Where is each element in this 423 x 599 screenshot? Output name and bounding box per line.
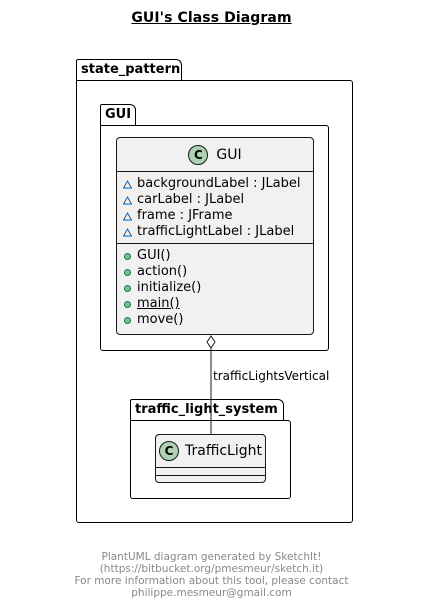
aggregation-diamond-icon: [206, 335, 216, 349]
class-method: main(): [123, 296, 313, 312]
public-visibility-icon: [124, 300, 131, 308]
class-traffic-light-separator-1: [156, 467, 265, 468]
class-traffic-light-header: C TrafficLight: [156, 435, 265, 467]
public-visibility-icon: [124, 316, 131, 324]
class-attribute: frame : JFrame: [123, 208, 313, 224]
class-method: action(): [123, 264, 313, 280]
member-text: GUI(): [137, 248, 171, 263]
class-icon: C: [159, 441, 179, 461]
footer: PlantUML diagram generated by SketchIt! …: [0, 551, 423, 599]
package-name-traffic-light-system: traffic_light_system: [135, 402, 278, 417]
public-visibility-icon: [124, 284, 131, 292]
package-tab-traffic-light-system: traffic_light_system: [130, 399, 284, 421]
association-label: trafficLightsVertical: [213, 369, 330, 383]
package-name-gui: GUI: [105, 107, 132, 122]
member-text: trafficLightLabel : JLabel: [137, 224, 295, 239]
member-text: initialize(): [137, 280, 202, 295]
class-gui-name: GUI: [216, 146, 242, 163]
package-tab-state-pattern: state_pattern: [76, 59, 182, 81]
package-visibility-icon: [123, 211, 132, 220]
footer-line-2: For more information about this tool, pl…: [74, 575, 349, 599]
member-text: move(): [137, 312, 184, 327]
member-text: carLabel : JLabel: [137, 192, 245, 207]
class-traffic-light-name: TrafficLight: [185, 443, 262, 459]
public-visibility-icon: [124, 268, 131, 276]
class-attribute: backgroundLabel : JLabel: [123, 176, 313, 192]
class-attribute: trafficLightLabel : JLabel: [123, 224, 313, 240]
member-text: backgroundLabel : JLabel: [137, 176, 301, 191]
class-icon: C: [188, 144, 209, 165]
package-visibility-icon: [123, 227, 132, 236]
class-gui-separator-2: [117, 243, 313, 244]
package-name-state-pattern: state_pattern: [81, 62, 181, 77]
class-attribute: carLabel : JLabel: [123, 192, 313, 208]
association-connector: [206, 335, 216, 434]
footer-line-1: PlantUML diagram generated by SketchIt! …: [99, 551, 324, 575]
class-method: move(): [123, 312, 313, 328]
class-traffic-light-separator-2: [156, 475, 265, 476]
diagram-title: GUI's Class Diagram: [131, 10, 292, 26]
member-text: main(): [137, 296, 180, 311]
member-text: frame : JFrame: [137, 208, 233, 223]
class-method: GUI(): [123, 248, 313, 264]
class-gui-methods: GUI()action()initialize()main()move(): [117, 244, 313, 328]
package-tab-gui: GUI: [100, 104, 136, 126]
public-visibility-icon: [124, 252, 131, 260]
class-gui-header: C GUI: [117, 138, 313, 171]
package-visibility-icon: [123, 195, 132, 204]
package-visibility-icon: [123, 179, 132, 188]
member-text: action(): [137, 264, 188, 279]
class-method: initialize(): [123, 280, 313, 296]
class-gui-separator-1: [117, 171, 313, 172]
class-traffic-light[interactable]: C TrafficLight: [155, 434, 266, 483]
